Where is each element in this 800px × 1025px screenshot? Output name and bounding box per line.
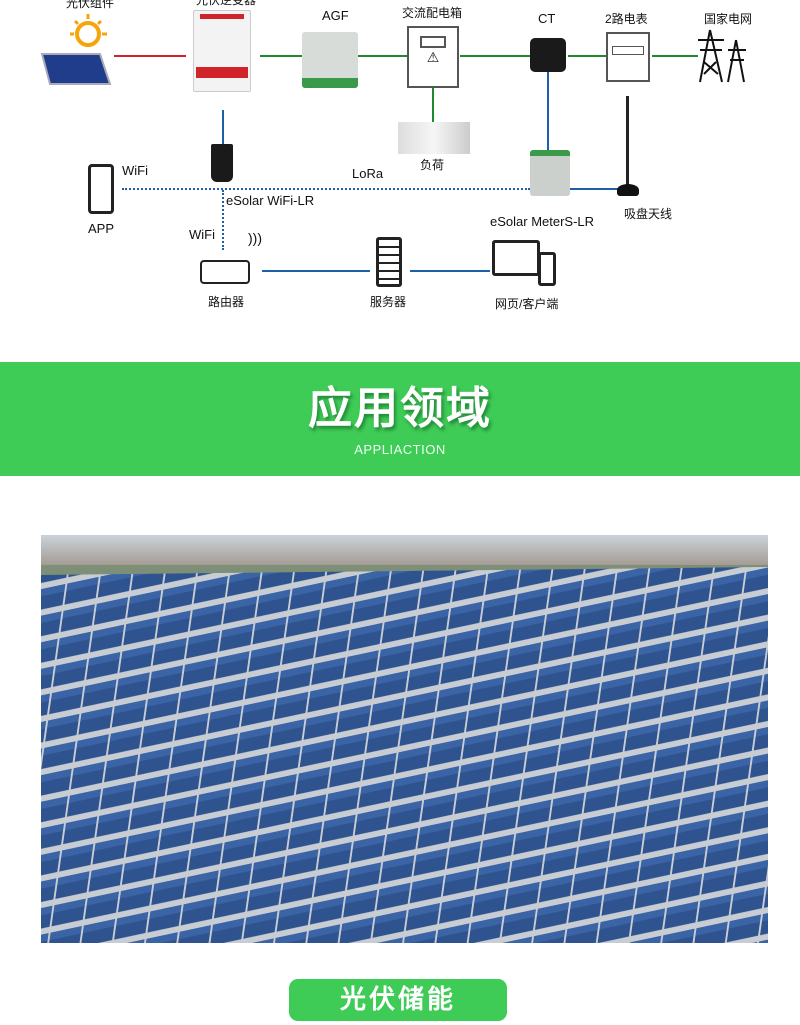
- inverter-label: 光伏逆变器: [196, 0, 257, 7]
- router-icon: [200, 260, 250, 284]
- ac-line: [260, 55, 302, 57]
- pv-storage-button[interactable]: 光伏储能: [289, 979, 507, 1021]
- lora-label: LoRa: [352, 166, 384, 181]
- solar-panel-rows: [41, 535, 768, 943]
- load-label: 负荷: [420, 158, 445, 172]
- app-label: APP: [88, 221, 115, 236]
- meter-icon: [606, 32, 650, 82]
- network-line: [262, 270, 370, 272]
- esolar-meter-lr-icon: [530, 150, 570, 196]
- banner-subtitle: APPLIACTION: [354, 442, 446, 457]
- section-banner: 应用领域 APPLIACTION: [0, 362, 800, 476]
- pv-module-icon: [40, 14, 112, 85]
- wifi-signal-icon: ))): [248, 230, 262, 246]
- web-client-label: 网页/客户端: [495, 297, 559, 311]
- server-label: 服务器: [370, 295, 407, 309]
- wifi-label: WiFi: [122, 163, 148, 178]
- antenna-label: 吸盘天线: [624, 207, 673, 221]
- ac-box-icon: ⚠: [407, 26, 459, 88]
- ac-box-label: 交流配电箱: [402, 6, 463, 20]
- ac-line: [460, 55, 530, 57]
- antenna-base: [617, 184, 639, 196]
- esolar-wifi-lr-icon: [211, 144, 233, 182]
- banner-title: 应用领域: [308, 383, 492, 434]
- monitor-icon: [492, 240, 540, 276]
- wifi-line: [222, 190, 224, 250]
- router-wifi-label: WiFi: [189, 227, 215, 242]
- phone-icon: [88, 164, 114, 214]
- grid-label: 国家电网: [704, 12, 753, 26]
- meter-label: 2路电表: [605, 12, 648, 26]
- server-icon: [376, 237, 402, 287]
- mobile-icon: [538, 252, 556, 286]
- pv-module-label: 光伏组件: [66, 0, 115, 10]
- antenna-icon: [626, 96, 629, 186]
- ac-line: [568, 55, 606, 57]
- dc-line: [114, 55, 186, 57]
- comm-line: [222, 110, 224, 144]
- load-icon: [398, 122, 470, 154]
- inverter-icon: [193, 10, 251, 92]
- power-tower-icon: [698, 29, 746, 83]
- network-line: [410, 270, 490, 272]
- esolar-meter-lr-label: eSolar MeterS-LR: [490, 214, 595, 229]
- esolar-wifi-lr-label: eSolar WiFi-LR: [226, 193, 315, 208]
- comm-line: [570, 188, 626, 190]
- lora-line: [122, 188, 530, 190]
- ac-line: [432, 88, 434, 124]
- comm-line: [547, 72, 549, 152]
- ac-line: [358, 55, 408, 57]
- agf-label: AGF: [322, 8, 349, 23]
- ac-line: [652, 55, 698, 57]
- router-label: 路由器: [208, 295, 245, 309]
- ct-icon: [530, 38, 566, 72]
- ct-label: CT: [538, 11, 556, 26]
- solar-farm-photo: [41, 535, 768, 943]
- agf-icon: [302, 32, 358, 88]
